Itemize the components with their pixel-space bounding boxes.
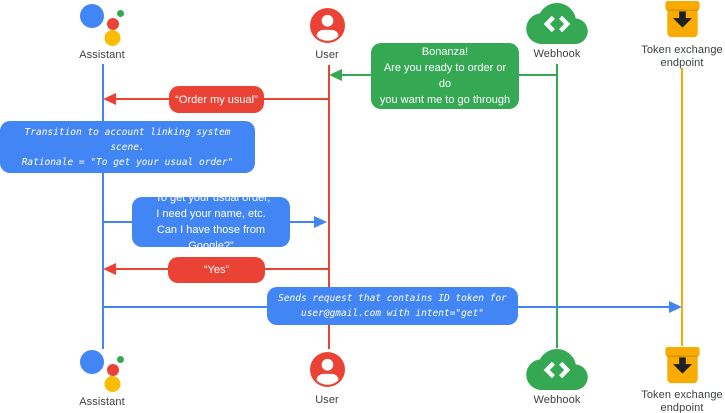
user-label-top: User: [315, 49, 339, 61]
user-icon: [310, 8, 345, 43]
message-bubble-yes: “Yes”: [168, 257, 265, 283]
message-bubble-order-my-usual: “Order my usual”: [169, 86, 264, 113]
webhook-label-bottom: Webhook: [533, 394, 581, 406]
arrow-left-icon: [103, 93, 116, 105]
message-bubble-sends-request: Sends request that contains ID token for…: [267, 287, 518, 325]
assistant-label-top: Assistant: [79, 49, 125, 61]
user-lifeline: [328, 65, 330, 349]
assistant-label-bottom: Assistant: [79, 396, 125, 408]
message-bubble-welcome: “Welcome to Boba Bonanza! Are you ready …: [371, 30, 519, 122]
google-assistant-icon: [80, 4, 124, 46]
user-icon: [310, 352, 345, 387]
arrow-right-icon: [669, 301, 682, 313]
webhook-label-top: Webhook: [533, 48, 581, 60]
google-assistant-icon: [80, 350, 124, 392]
arrow-right-icon: [314, 216, 327, 228]
token-endpoint-label-top: Token exchange endpoint: [641, 44, 723, 69]
arrow-left-icon: [329, 69, 342, 81]
token-endpoint-icon: [665, 1, 700, 38]
webhook-lifeline: [556, 64, 558, 348]
webhook-cloud-icon: [526, 349, 588, 390]
token-endpoint-label-bottom: Token exchange endpoint: [641, 389, 723, 413]
transition-note: Transition to account linking system sce…: [0, 121, 255, 173]
arrow-left-icon: [103, 263, 116, 275]
token-endpoint-icon: [665, 347, 700, 384]
user-label-bottom: User: [315, 394, 339, 406]
assistant-lifeline: [102, 64, 104, 349]
message-bubble-usual-order-request: “To get your usual order, I need your na…: [132, 192, 290, 252]
token-endpoint-lifeline: [681, 68, 683, 346]
webhook-cloud-icon: [526, 3, 588, 44]
